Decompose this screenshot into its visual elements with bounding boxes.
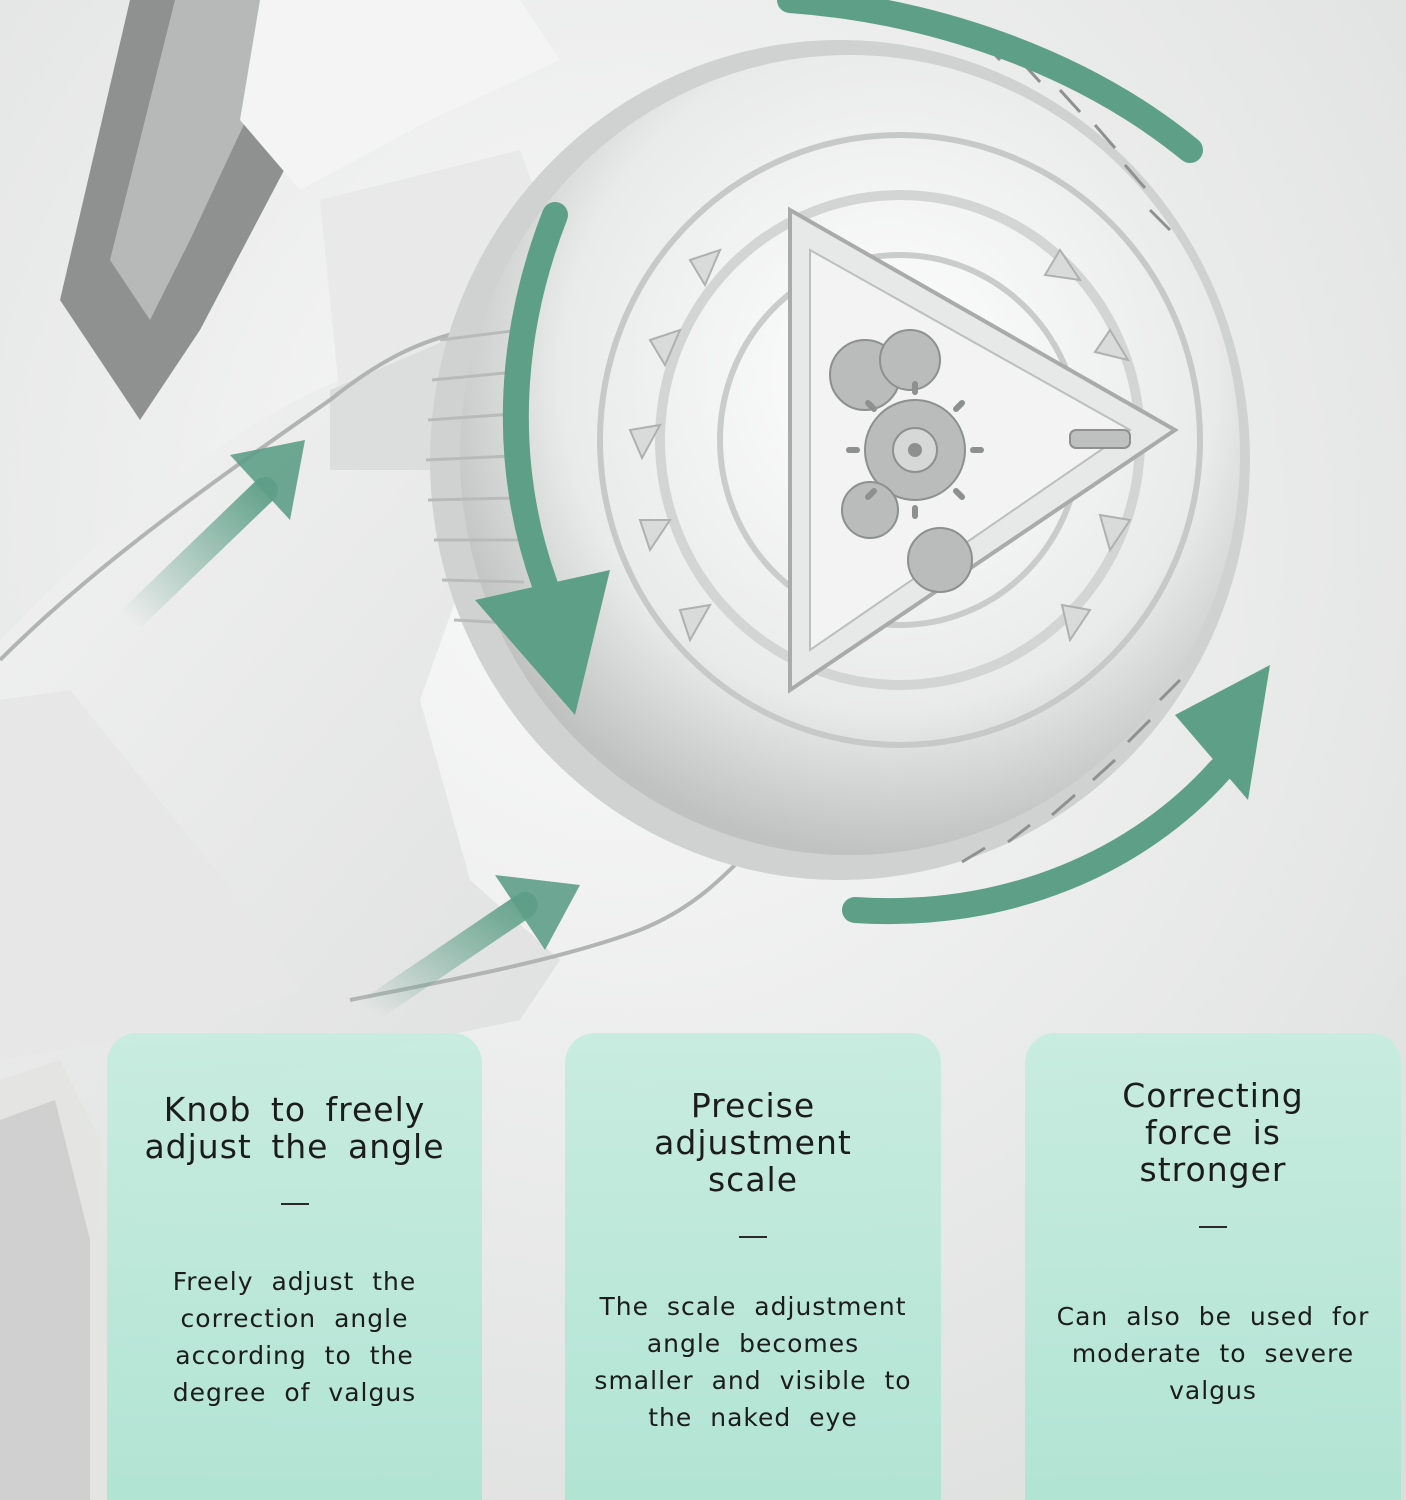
feature-title-force: Correcting force is stronger (1122, 1076, 1304, 1189)
title-divider (739, 1236, 767, 1238)
feature-card-scale: Precise adjustment scale The scale adjus… (565, 1033, 941, 1500)
title-divider (1199, 1226, 1227, 1228)
feature-description-knob: Freely adjust the correction angle accor… (172, 1267, 417, 1407)
feature-title-scale: Precise adjustment scale (654, 1086, 852, 1199)
feature-description-force: Can also be used for moderate to severe … (1056, 1302, 1370, 1405)
feature-description-scale: The scale adjustment angle becomes small… (594, 1292, 912, 1432)
title-divider (280, 1203, 309, 1205)
feature-card-force: Correcting force is stronger Can also be… (1025, 1033, 1401, 1500)
feature-title-knob: Knob to freely adjust the angle (144, 1090, 445, 1166)
feature-card-knob: Knob to freely adjust the angle Freely a… (107, 1033, 482, 1500)
